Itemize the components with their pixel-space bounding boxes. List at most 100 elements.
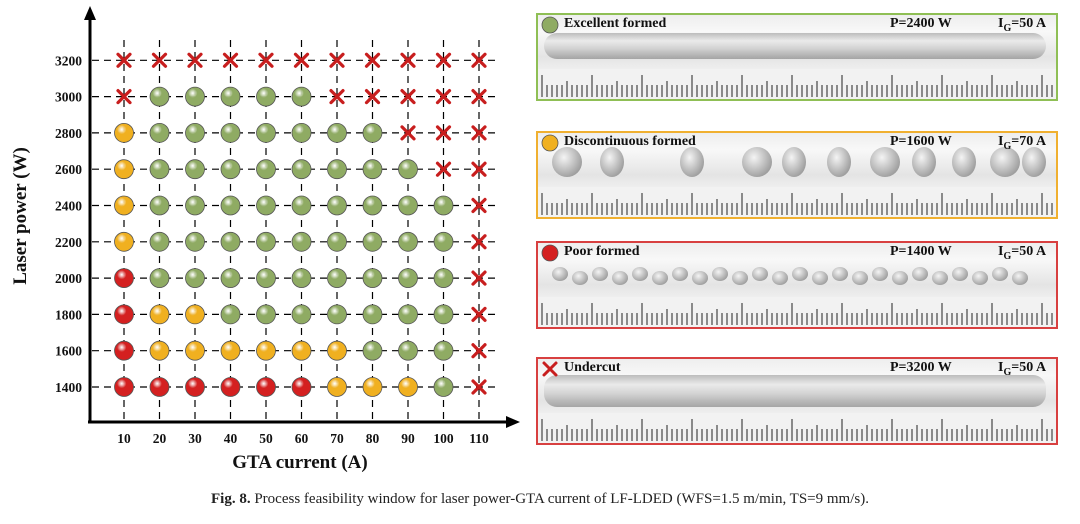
panel-label: Discontinuous formed: [564, 134, 696, 149]
undercut-marker: [400, 125, 416, 141]
panel-label: Undercut: [564, 360, 621, 375]
y-tick-label: 2800: [55, 126, 82, 141]
discontinuous-marker: [256, 340, 276, 361]
poor-marker: [114, 304, 134, 325]
undercut-marker: [471, 379, 487, 395]
feasibility-chart: 1400160018002000220024002600280030003200…: [10, 6, 520, 473]
excellent-marker: [327, 231, 347, 252]
y-tick-label: 1800: [55, 307, 82, 322]
panel-current: IG=70 A: [998, 134, 1047, 152]
excellent-marker: [398, 195, 418, 216]
panel-power: P=1400 W: [890, 244, 952, 259]
circle-marker-icon: [541, 134, 559, 152]
x-tick-label: 90: [401, 431, 415, 446]
panel-current: IG=50 A: [998, 16, 1047, 34]
undercut-marker: [471, 197, 487, 214]
undercut-marker: [435, 88, 452, 105]
bead-panel-d: Discontinuous formed P=1600 W IG=70 A: [536, 131, 1058, 219]
undercut-marker: [329, 52, 345, 68]
caption-text: Process feasibility window for laser pow…: [254, 491, 869, 507]
excellent-marker: [220, 268, 241, 289]
bead-blobs: [552, 147, 1046, 179]
discontinuous-marker: [291, 340, 312, 361]
excellent-marker: [291, 304, 312, 325]
undercut-marker: [471, 125, 487, 141]
undercut-marker: [222, 52, 239, 68]
y-tick-label: 2000: [55, 271, 82, 286]
excellent-marker: [327, 122, 347, 143]
poor-marker: [220, 377, 241, 397]
undercut-marker: [258, 52, 274, 68]
undercut-marker: [471, 52, 487, 68]
panel-power: P=2400 W: [890, 16, 952, 31]
undercut-marker: [435, 52, 452, 68]
excellent-marker: [256, 231, 276, 252]
x-tick-label: 20: [153, 431, 167, 446]
discontinuous-marker: [327, 340, 347, 361]
x-tick-label: 80: [366, 431, 380, 446]
scale-ruler: [538, 187, 1056, 217]
excellent-marker: [362, 268, 383, 289]
excellent-marker: [291, 159, 312, 180]
poor-marker: [256, 377, 276, 397]
discontinuous-marker: [220, 340, 241, 361]
undercut-marker: [471, 88, 487, 105]
scale-ruler: [538, 297, 1056, 327]
x-tick-label: 40: [224, 431, 238, 446]
excellent-marker: [327, 195, 347, 216]
excellent-marker: [327, 304, 347, 325]
discontinuous-marker: [398, 377, 418, 397]
y-tick-label: 2200: [55, 235, 82, 250]
panel-power: P=1600 W: [890, 134, 952, 149]
excellent-marker: [398, 340, 418, 361]
excellent-marker: [433, 340, 454, 361]
y-axis-arrow-icon: [84, 6, 96, 20]
excellent-marker: [362, 304, 383, 325]
x-axis-title: GTA current (A): [232, 452, 367, 473]
undercut-marker: [471, 234, 487, 250]
excellent-marker: [398, 304, 418, 325]
excellent-marker: [398, 268, 418, 289]
poor-marker: [291, 377, 312, 397]
excellent-marker: [185, 159, 205, 180]
discontinuous-marker: [149, 340, 170, 361]
excellent-marker: [291, 86, 312, 107]
excellent-marker: [398, 159, 418, 180]
excellent-marker: [149, 86, 170, 107]
y-tick-label: 1600: [55, 344, 82, 359]
undercut-marker: [116, 88, 132, 105]
panel-power: P=3200 W: [890, 360, 952, 375]
circle-marker-icon: [541, 16, 559, 34]
undercut-marker: [364, 52, 381, 68]
discontinuous-marker: [114, 195, 134, 216]
y-tick-label: 3200: [55, 53, 82, 68]
figure-caption: Fig. 8. Process feasibility window for l…: [0, 491, 1080, 508]
y-tick-label: 3000: [55, 90, 82, 105]
excellent-marker: [433, 377, 454, 397]
cross-icon: [542, 361, 558, 377]
undercut-marker: [471, 343, 487, 359]
excellent-marker: [185, 195, 205, 216]
x-axis-arrow-icon: [506, 416, 520, 428]
scale-ruler: [538, 69, 1056, 99]
bead-track: [544, 375, 1046, 407]
discontinuous-marker: [114, 122, 134, 143]
excellent-marker: [433, 268, 454, 289]
excellent-marker: [256, 86, 276, 107]
excellent-marker: [362, 159, 383, 180]
excellent-marker: [149, 231, 170, 252]
bead-rough: [552, 267, 1042, 287]
data-markers: [114, 52, 487, 397]
undercut-marker: [435, 161, 452, 177]
y-tick-label: 2400: [55, 199, 82, 214]
excellent-marker: [291, 122, 312, 143]
excellent-marker: [220, 195, 241, 216]
x-tick-label: 10: [117, 431, 131, 446]
x-tick-label: 30: [188, 431, 202, 446]
undercut-marker: [364, 88, 381, 105]
excellent-marker: [362, 195, 383, 216]
excellent-marker: [291, 195, 312, 216]
